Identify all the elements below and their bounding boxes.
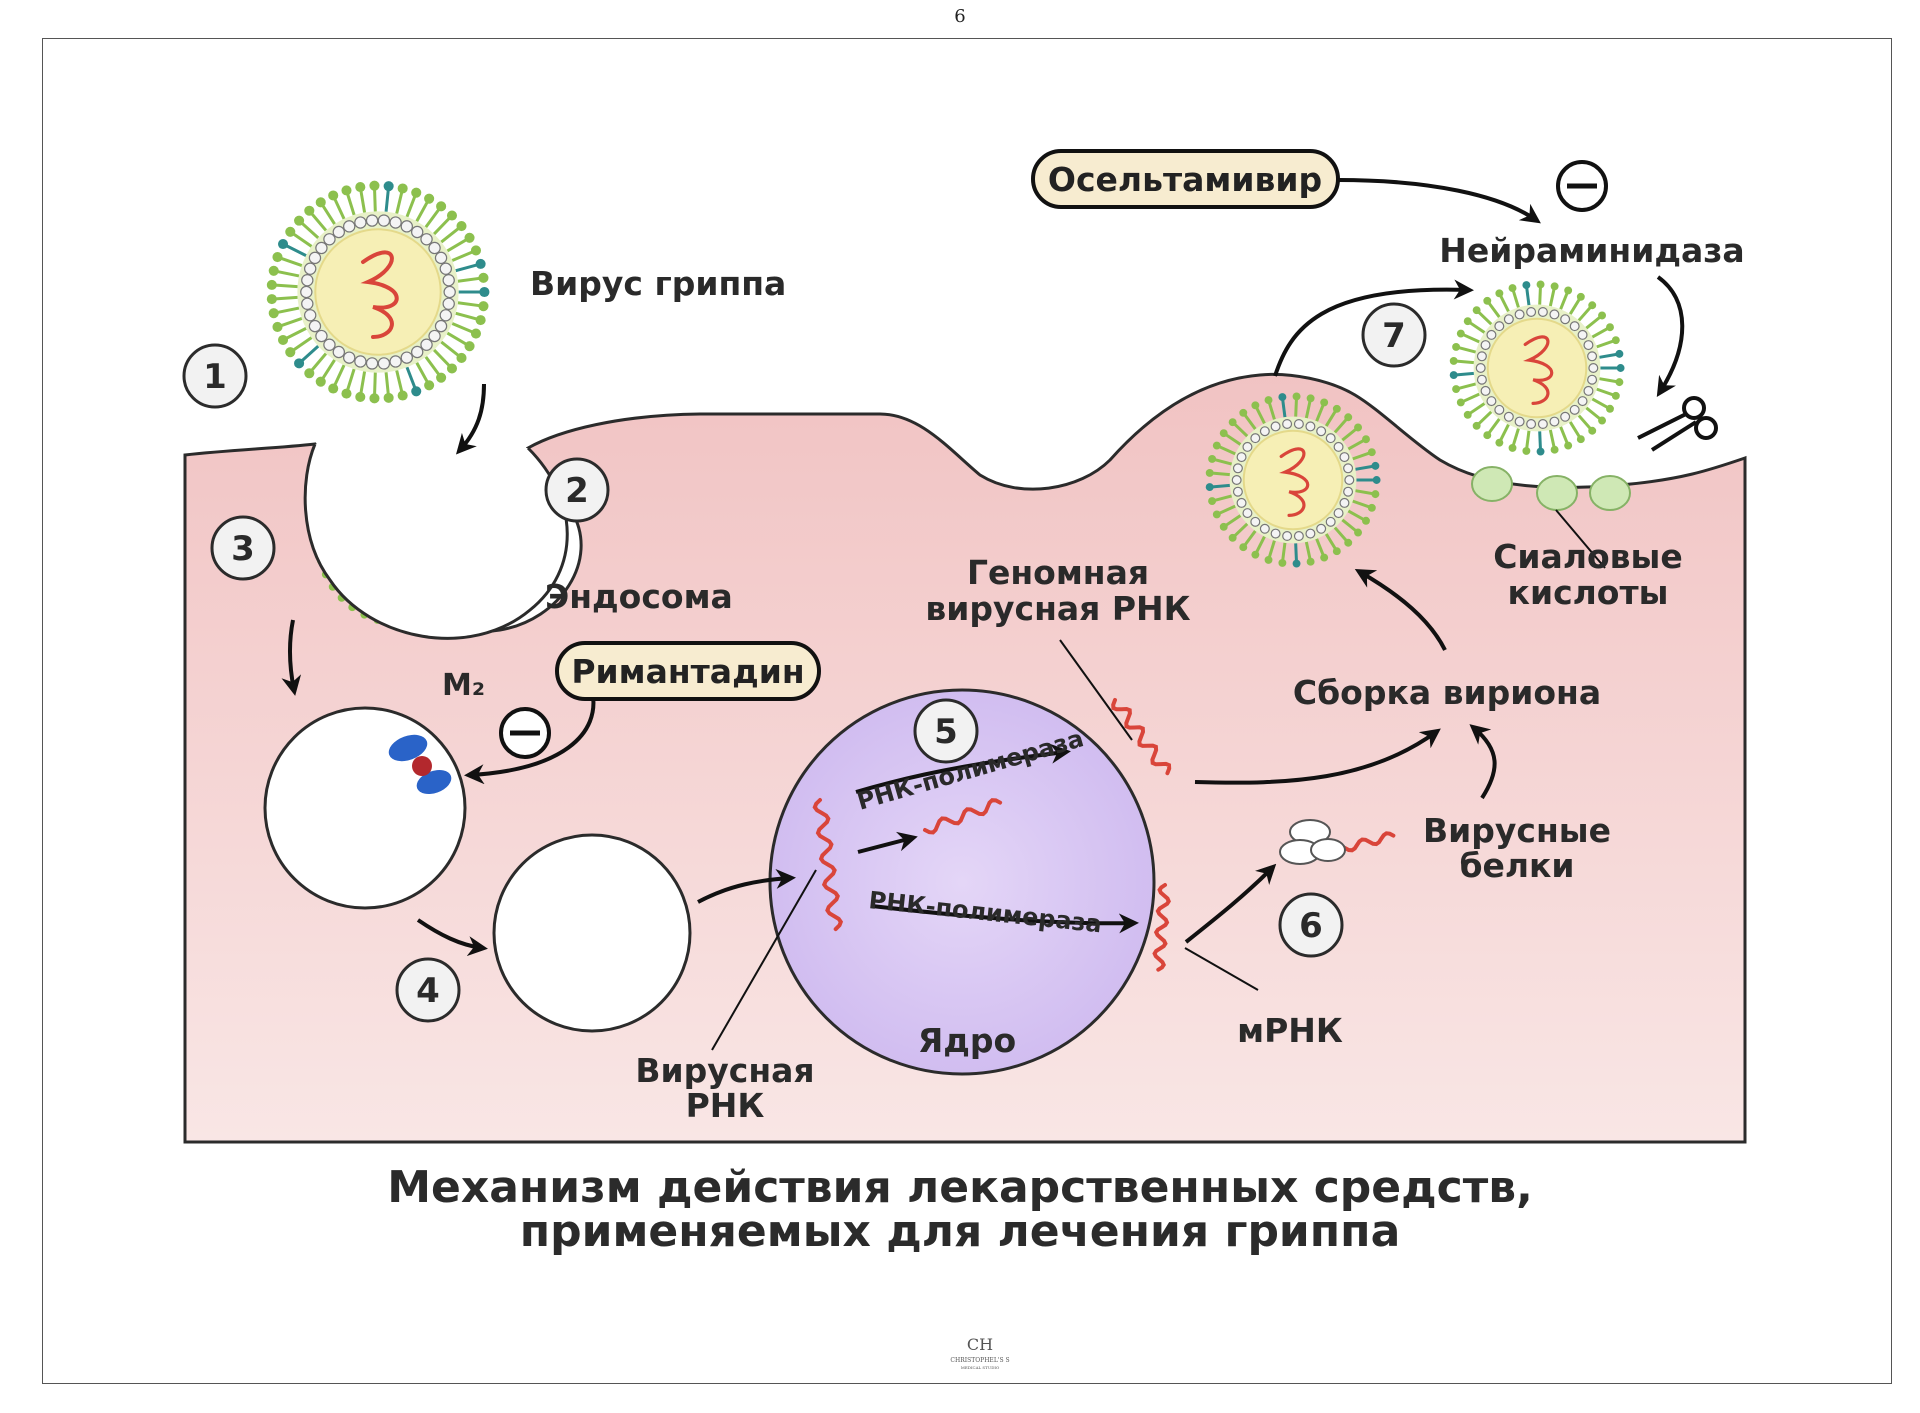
rimantadine-pill: Римантадин [555,641,821,701]
step-6-number: 6 [1299,906,1323,946]
rna-protein-chain [1343,831,1396,853]
step-2-number: 2 [565,471,589,511]
virus-particle-assembled [1205,392,1381,568]
label-sialic-2: кислоты [1508,573,1669,612]
pointer-lines [711,509,1606,1051]
label-proteins-1: Вирусные [1423,811,1611,850]
virus-particle-free [266,180,490,404]
label-viral-rna-2: РНК [686,1086,765,1125]
label-genomic-2: вирусная РНК [925,589,1190,628]
logo-line-2: MEDICAL STUDIO [961,1365,1000,1370]
scissors-icon [1637,396,1718,452]
nucleus [768,688,1156,1076]
step-4-number: 4 [416,971,440,1011]
step-7-badge: 7 [1361,302,1427,368]
step-3-badge: 3 [210,515,276,581]
virus-particle-budding [1449,280,1625,456]
page-number: 6 [954,6,966,27]
rna-genomic-exit [1111,698,1172,776]
rna-mrna-exit [1152,883,1171,972]
label-mrna: мРНК [1237,1011,1343,1050]
oseltamivir-pill: Осельтамивир [1031,149,1340,209]
minus-icon-rimantadine [499,707,551,759]
vesicle-release [492,833,692,1033]
label-neuraminidase: Нейраминидаза [1439,231,1744,270]
step-5-number: 5 [934,712,958,752]
oseltamivir-label: Осельтамивир [1048,160,1322,199]
logo-mark: CH [967,1335,993,1354]
label-sialic-1: Сиаловые [1493,537,1683,576]
page-frame [42,38,1892,1384]
rna-viral-in-nucleus [812,798,844,932]
step-4-badge: 4 [395,957,461,1023]
step-1-number: 1 [203,357,227,397]
step-2-badge: 2 [544,457,610,523]
viral-protein-blobs [1279,819,1346,865]
step-7-number: 7 [1382,316,1406,356]
caption-line-2: применяемых для лечения гриппа [520,1206,1401,1257]
minus-icon-oseltamivir [1556,160,1608,212]
label-endosome: Эндосома [545,577,733,616]
arrows [281,178,1685,957]
label-m2: M₂ [442,668,485,703]
step-5-badge: 5 [913,698,979,764]
label-viral-rna-1: Вирусная [635,1051,814,1090]
rna-replicated [923,798,1003,835]
logo-line-1: CHRISTOPHEL'S S [950,1357,1009,1364]
label-assembly: Сборка вириона [1293,673,1601,712]
step-3-number: 3 [231,529,255,569]
step-1-badge: 1 [182,343,248,409]
label-proteins-2: белки [1459,846,1574,885]
label-virus: Вирус гриппа [530,264,786,303]
sialic-acid-bumps [1471,466,1631,511]
vesicle-uncoating [263,706,467,910]
label-nucleus: Ядро [918,1021,1016,1060]
m2-channel-icon [388,734,452,795]
label-genomic-1: Геномная [967,553,1149,592]
step-6-badge: 6 [1278,892,1344,958]
caption-line-1: Механизм действия лекарственных средств, [387,1162,1533,1213]
endosome [303,443,569,640]
studio-logo: CH CHRISTOPHEL'S S MEDICAL STUDIO [950,1335,1009,1370]
rimantadine-label: Римантадин [571,652,804,691]
